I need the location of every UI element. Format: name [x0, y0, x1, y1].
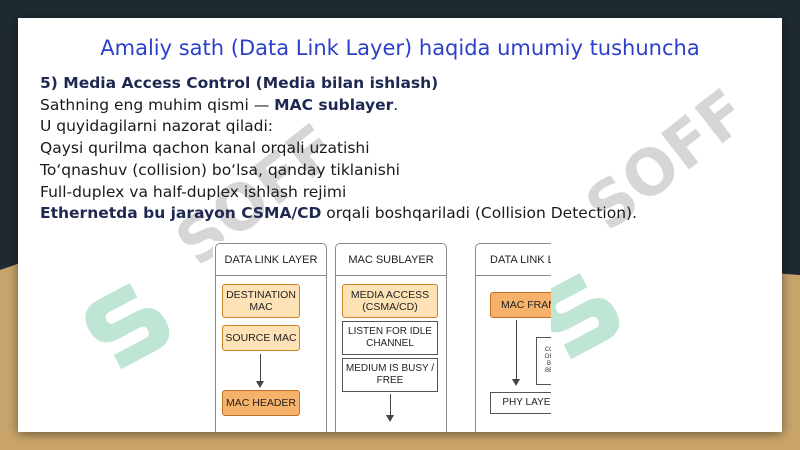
body-line-ethernet-bold: Ethernetda bu jarayon CSMA/CD	[40, 204, 322, 223]
slide-body: 5) Media Access Control (Media bilan ish…	[40, 73, 770, 225]
body-line-duplex: Full-duplex va half-duplex ishlash rejim…	[40, 182, 347, 201]
diagram-box-collision-detect: COL DET BA BET	[536, 337, 551, 385]
diagram-column-data-link-right: DATA LINK LA MAC FRAM COL DET BA BET PHY…	[475, 243, 551, 432]
body-line-ethernet: Ethernetda bu jarayon CSMA/CD orqali bos…	[40, 203, 770, 225]
diagram-box-medium-busy: MEDIUM IS BUSY / FREE	[342, 358, 438, 392]
slide: SOFF SOFF Amaliy sath (Data Link Layer) …	[18, 18, 782, 432]
diagram-column-header: DATA LINK LA	[476, 244, 551, 276]
body-line-controls: U quyidagilarni nazorat qiladi:	[40, 117, 273, 136]
diagram-box-destination-mac: DESTINATION MAC	[222, 284, 300, 318]
diagram-column-mac-sublayer: MAC SUBLAYER MEDIA ACCESS (CSMA/CD) LIST…	[335, 243, 447, 432]
diagram-arrow	[510, 320, 522, 386]
body-line-mac-pre: Sathning eng muhim qismi —	[40, 95, 275, 114]
body-line-collision: To‘qnashuv (collision) bo‘lsa, qanday ti…	[40, 160, 400, 179]
body-line-transmit: Qaysi qurilma qachon kanal orqali uzatis…	[40, 139, 370, 158]
diagram-column-data-link: DATA LINK LAYER DESTINATION MAC SOURCE M…	[215, 243, 327, 432]
slide-title: Amaliy sath (Data Link Layer) haqida umu…	[100, 36, 700, 60]
diagram-box-media-access: MEDIA ACCESS (CSMA/CD)	[342, 284, 438, 318]
diagram-column-header: DATA LINK LAYER	[216, 244, 326, 276]
body-line-mac-post: .	[393, 95, 399, 114]
section-heading: 5) Media Access Control (Media bilan ish…	[40, 74, 439, 92]
body-line-ethernet-post: orqali boshqariladi (Collision Detection…	[321, 204, 638, 223]
diagram-box-listen-idle: LISTEN FOR IDLE CHANNEL	[342, 321, 438, 355]
body-line-mac-bold: MAC sublayer	[274, 95, 394, 114]
diagram-column-header: MAC SUBLAYER	[336, 244, 446, 276]
body-line-mac: Sathning eng muhim qismi — MAC sublayer.	[40, 95, 770, 117]
diagram-image: DATA LINK LAYER DESTINATION MAC SOURCE M…	[213, 241, 551, 432]
diagram-arrow	[384, 394, 396, 422]
diagram-box-mac-header: MAC HEADER	[222, 390, 300, 416]
diagram-box-mac-frame: MAC FRAM	[490, 292, 551, 318]
diagram-box-source-mac: SOURCE MAC	[222, 325, 300, 351]
diagram-arrow	[254, 354, 266, 388]
diagram-box-phy-layer: PHY LAYER	[490, 392, 551, 414]
